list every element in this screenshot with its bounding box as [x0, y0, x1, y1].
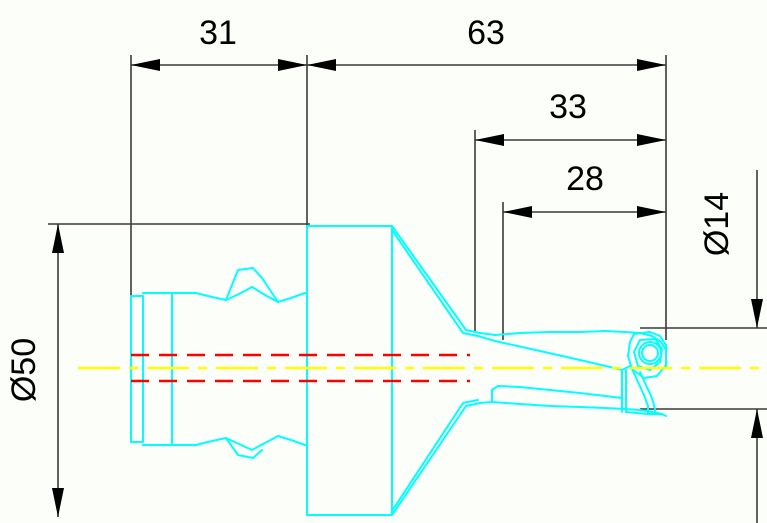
dim-label-dia14: Ø14: [698, 192, 736, 256]
bar-upper-surface: [494, 330, 667, 351]
arrow-head-right-33: [637, 134, 666, 146]
insert-mounting-hole-inner: [641, 344, 659, 362]
part-geometry: [130, 225, 667, 516]
bar-lower-inner-edge: [491, 385, 623, 399]
shank-relief-notch-upper: [225, 267, 279, 303]
shank-chamfer-groove-1: [130, 295, 144, 443]
dimension-28: 28: [503, 160, 666, 218]
arrow-head-right-28: [637, 206, 666, 218]
arrow-head-top-dia50: [52, 224, 64, 253]
dimension-63: 63: [307, 14, 666, 71]
dim-label-33: 33: [549, 88, 587, 126]
arrow-head-right-31: [278, 59, 307, 71]
extension-lines: [48, 55, 767, 410]
dimension-dia14: Ø14: [698, 170, 763, 523]
arrow-head-top-dia14: [751, 299, 763, 328]
taper-upper-inner: [391, 229, 479, 337]
flange-block: [306, 225, 393, 516]
arrow-head-bottom-dia14: [751, 409, 763, 438]
taper-upper-outer: [391, 225, 496, 336]
pocket-seat-transition: [621, 365, 631, 371]
shank-relief-notch-lower: [225, 437, 263, 459]
taper-lower-inner: [391, 399, 479, 512]
dim-label-dia50: Ø50: [5, 338, 43, 402]
arrow-head-left-63: [307, 59, 336, 71]
dimension-dia50: Ø50: [5, 224, 64, 517]
insert-inner-contour: [633, 338, 663, 371]
insert-mounting-hole-outer: [638, 341, 662, 365]
shank-lower-profile: [142, 435, 308, 451]
insert-triangular-body: [627, 331, 667, 379]
hidden-bore-lines: [131, 353, 470, 383]
arrow-head-right-63: [637, 59, 666, 71]
taper-lower-outer: [391, 401, 493, 516]
cutting-face-upper-edge: [494, 340, 623, 371]
dim-label-28: 28: [566, 160, 604, 198]
arrow-head-left-28: [503, 206, 532, 218]
arrow-head-bottom-dia50: [52, 488, 64, 517]
dimension-33: 33: [475, 88, 666, 146]
arrow-head-left-31: [131, 59, 160, 71]
dim-label-63: 63: [467, 14, 505, 52]
tip-bottom-face: [625, 411, 663, 415]
arrow-head-left-33: [475, 134, 504, 146]
tip-clamp-edge-1: [631, 368, 649, 415]
tip-clamp-edge-2: [639, 371, 656, 415]
shank-upper-profile: [142, 286, 308, 303]
cutting-face-upper-start: [477, 335, 496, 342]
dimension-31: 31: [131, 14, 307, 71]
dim-label-31: 31: [199, 14, 237, 52]
